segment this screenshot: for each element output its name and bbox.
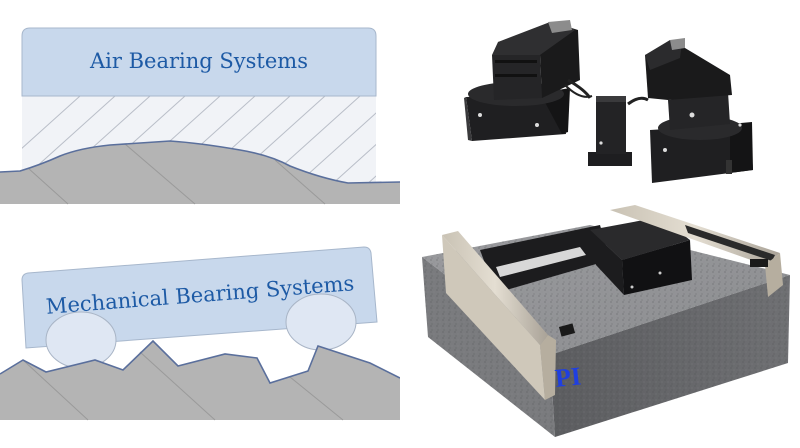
rough-surface bbox=[0, 339, 400, 421]
smooth-surface bbox=[0, 140, 400, 205]
left-guide-rail bbox=[442, 231, 576, 400]
granite-stage-image: PI bbox=[422, 205, 790, 437]
mechanical-bearing-diagram: Mechanical Bearing Systems bbox=[0, 224, 400, 448]
right-roller bbox=[285, 293, 357, 351]
air-bearing-diagram: Air Bearing Systems bbox=[0, 0, 400, 224]
gimbal-stage-photo bbox=[400, 0, 800, 205]
air-bearing-carriage: Air Bearing Systems bbox=[21, 27, 377, 97]
gimbal-stage-image bbox=[464, 20, 753, 183]
pi-logo: PI bbox=[554, 361, 583, 393]
center-mount bbox=[588, 96, 632, 166]
air-bearing-illustration: Air Bearing Systems bbox=[0, 27, 400, 205]
right-guide-rail bbox=[610, 205, 783, 297]
granite-air-bearing-stage-photo: PI bbox=[400, 205, 800, 448]
air-bearing-label: Air Bearing Systems bbox=[89, 49, 308, 73]
right-rotary-stage bbox=[627, 38, 753, 183]
mechanical-bearing-illustration: Mechanical Bearing Systems bbox=[0, 246, 400, 421]
left-rotary-stage bbox=[464, 20, 593, 141]
left-roller bbox=[45, 311, 117, 369]
